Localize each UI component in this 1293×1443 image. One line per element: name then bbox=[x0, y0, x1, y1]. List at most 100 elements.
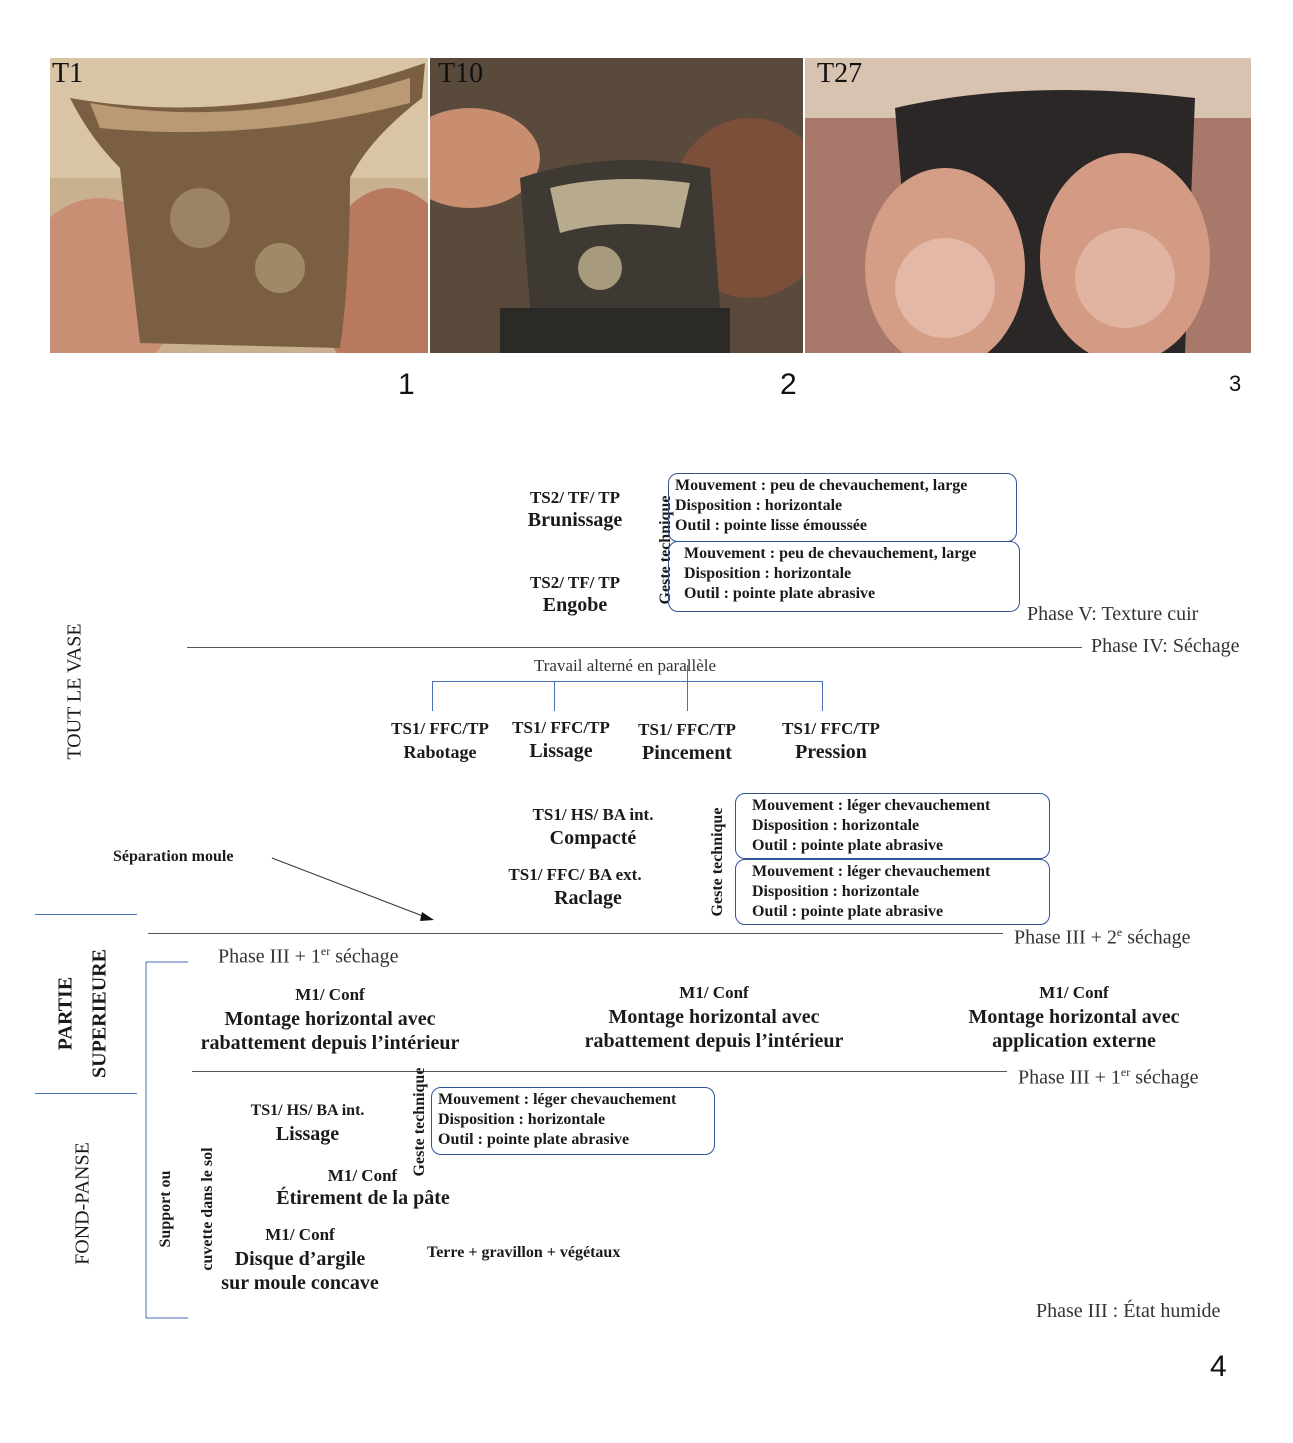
box-line: Disposition : horizontale bbox=[684, 565, 852, 582]
box-line: Disposition : horizontale bbox=[438, 1111, 606, 1128]
support-label-1: Support ou bbox=[157, 1170, 174, 1248]
phase-text: Phase III + 2 bbox=[1014, 926, 1117, 949]
section-divider bbox=[35, 914, 137, 915]
box-line: Disposition : horizontale bbox=[752, 883, 920, 900]
phase-sup: er bbox=[1120, 1065, 1131, 1079]
parallel-code: TS1/ FFC/TP bbox=[638, 720, 736, 739]
step-name-lissage: Lissage bbox=[275, 1123, 340, 1145]
parallel-name-rabotage: Rabotage bbox=[403, 742, 477, 762]
phase-iii-1-label-top: Phase III + 1er séchage bbox=[218, 944, 399, 969]
box-line: Disposition : horizontale bbox=[752, 817, 920, 834]
side-label-superieure: SUPERIEURE bbox=[88, 949, 111, 1078]
parallel-title: Travail alterné en parallèle bbox=[533, 656, 717, 675]
parallel-name-pression: Pression bbox=[795, 741, 867, 763]
montage-line: Montage horizontal avec bbox=[224, 1008, 436, 1030]
parallel-code: TS1/ FFC/TP bbox=[512, 718, 610, 737]
montage-line: rabattement depuis l’intérieur bbox=[200, 1032, 460, 1054]
parallel-name-pincement: Pincement bbox=[642, 742, 732, 764]
geste-box-brunissage: Mouvement : peu de chevauchement, large … bbox=[668, 473, 1017, 542]
parallel-name-lissage: Lissage bbox=[529, 740, 593, 762]
side-label-tout-le-vase: TOUT LE VASE bbox=[63, 623, 86, 760]
montage-code: M1/ Conf bbox=[295, 985, 365, 1004]
step-name-brunissage: Brunissage bbox=[527, 509, 623, 531]
step-code: TS2/ TF/ TP bbox=[529, 488, 621, 507]
terre-label: Terre + gravillon + végétaux bbox=[427, 1244, 621, 1261]
phase-text: séchage bbox=[330, 945, 399, 968]
phase-iv-label: Phase IV: Séchage bbox=[1091, 635, 1240, 657]
step-code: M1/ Conf bbox=[327, 1166, 398, 1185]
side-label-partie: PARTIE bbox=[54, 976, 77, 1051]
step-name-raclage: Raclage bbox=[554, 887, 622, 909]
box-line: Disposition : horizontale bbox=[675, 497, 843, 514]
side-label-fond-panse: FOND-PANSE bbox=[71, 1142, 94, 1265]
parallel-bracket bbox=[432, 681, 822, 682]
box-line: Mouvement : peu de chevauchement, large bbox=[684, 545, 977, 562]
box-line: Mouvement : peu de chevauchement, large bbox=[675, 477, 968, 494]
phase-text: Phase III + 1 bbox=[218, 945, 321, 968]
sherd-t27-image bbox=[805, 58, 1251, 353]
phase-sup: er bbox=[320, 944, 331, 958]
photo-number: 2 bbox=[780, 368, 797, 401]
photo-label: T1 bbox=[52, 58, 84, 89]
box-line: Outil : pointe plate abrasive bbox=[752, 837, 944, 854]
phase-sup: e bbox=[1116, 925, 1123, 939]
step-code: TS2/ TF/ TP bbox=[529, 573, 621, 592]
photo-number: 3 bbox=[1229, 371, 1242, 396]
parallel-bracket-tick bbox=[554, 681, 555, 711]
montage-code: M1/ Conf bbox=[679, 983, 749, 1002]
step-code: TS1/ FFC/ BA ext. bbox=[508, 865, 642, 884]
box-line: Mouvement : léger chevauchement bbox=[752, 863, 991, 880]
step-name-etirement: Étirement de la pâte bbox=[276, 1187, 450, 1209]
parallel-bracket-tick bbox=[687, 665, 688, 711]
montage-code: M1/ Conf bbox=[1039, 983, 1109, 1002]
photo-t27: T27 bbox=[805, 58, 1251, 353]
geste-box-engobe: Mouvement : peu de chevauchement, large … bbox=[668, 541, 1020, 612]
phase-iii-humide-label: Phase III : État humide bbox=[1036, 1300, 1221, 1322]
step-name-disque: Disque d’argile bbox=[234, 1248, 366, 1270]
box-line: Mouvement : léger chevauchement bbox=[752, 797, 991, 814]
step-code: TS1/ HS/ BA int. bbox=[532, 805, 654, 824]
geste-box-lissage: Mouvement : léger chevauchement Disposit… bbox=[431, 1087, 715, 1155]
photo-number: 1 bbox=[398, 368, 415, 401]
box-line: Outil : pointe plate abrasive bbox=[684, 585, 876, 602]
parallel-code: TS1/ FFC/TP bbox=[782, 719, 880, 738]
phase-iii-2-label: Phase III + 2e séchage bbox=[1014, 925, 1191, 950]
separation-moule-label: Séparation moule bbox=[113, 848, 234, 865]
montage-line: Montage horizontal avec bbox=[608, 1006, 820, 1028]
box-line: Outil : pointe lisse émoussée bbox=[675, 517, 867, 534]
step-name-engobe: Engobe bbox=[542, 594, 608, 616]
figure-number: 4 bbox=[1210, 1350, 1227, 1383]
phase-iii-1-line bbox=[192, 1071, 1007, 1072]
section-divider bbox=[35, 1093, 137, 1094]
phase-text: séchage bbox=[1130, 1066, 1199, 1089]
step-code: M1/ Conf bbox=[265, 1225, 335, 1244]
phase-iii-1-label: Phase III + 1er séchage bbox=[1018, 1065, 1199, 1090]
sherd-t1-image bbox=[50, 58, 428, 353]
parallel-bracket-tick bbox=[822, 681, 823, 711]
box-line: Outil : pointe plate abrasive bbox=[752, 903, 944, 920]
box-line: Mouvement : léger chevauchement bbox=[438, 1091, 677, 1108]
geste-box-raclage: Mouvement : léger chevauchement Disposit… bbox=[735, 859, 1050, 925]
sherd-t10-image bbox=[430, 58, 803, 353]
montage-line: rabattement depuis l’intérieur bbox=[584, 1030, 844, 1052]
step-code: TS1/ HS/ BA int. bbox=[250, 1102, 365, 1119]
geste-box-compacte: Mouvement : léger chevauchement Disposit… bbox=[735, 793, 1050, 859]
step-name-disque: sur moule concave bbox=[221, 1272, 379, 1294]
photo-label: T10 bbox=[438, 58, 484, 89]
photo-t1: T1 bbox=[50, 58, 428, 353]
parallel-bracket-tick bbox=[432, 681, 433, 711]
photo-t10: T10 bbox=[430, 58, 803, 353]
phase-v-label: Phase V: Texture cuir bbox=[1027, 603, 1199, 625]
photo-label: T27 bbox=[817, 58, 863, 89]
phase-iii-2-line bbox=[148, 933, 1003, 934]
montage-line: application externe bbox=[992, 1030, 1156, 1052]
montage-line: Montage horizontal avec bbox=[968, 1006, 1180, 1028]
geste-technique-label: Geste technique bbox=[709, 807, 726, 917]
step-name-compacte: Compacté bbox=[549, 827, 637, 849]
phase-iv-line bbox=[187, 647, 1082, 648]
phase-text: séchage bbox=[1122, 926, 1191, 949]
phase-text: Phase III + 1 bbox=[1018, 1066, 1121, 1089]
box-line: Outil : pointe plate abrasive bbox=[438, 1131, 630, 1148]
parallel-code: TS1/ FFC/TP bbox=[391, 719, 489, 738]
